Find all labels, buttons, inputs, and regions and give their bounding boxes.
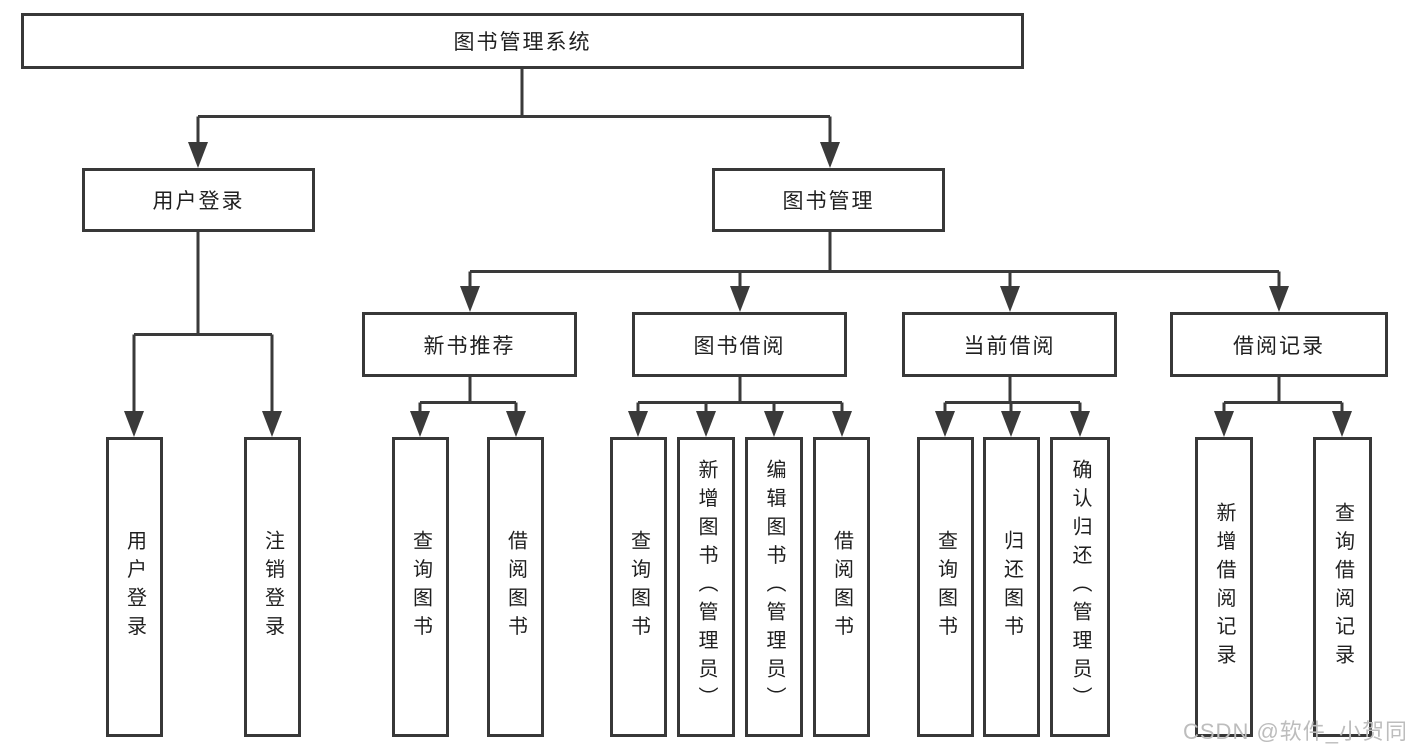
node-leaf-cb-confirm-return-admin-label: 确认归还（管理员） xyxy=(1069,459,1091,715)
node-root-label: 图书管理系统 xyxy=(453,31,592,54)
node-leaf-bb-add-books-admin-label: 新增图书（管理员） xyxy=(695,459,717,715)
node-new-book-recommend-label: 新书推荐 xyxy=(423,334,516,358)
node-leaf-bb-borrow-books-label: 借阅图书 xyxy=(830,530,853,644)
node-leaf-bb-add-books-admin: 新增图书（管理员） xyxy=(677,437,735,737)
node-borrow-records: 借阅记录 xyxy=(1170,312,1388,377)
node-leaf-nb-query-books-label: 查询图书 xyxy=(409,530,432,644)
node-current-borrow-label: 当前借阅 xyxy=(963,334,1056,358)
node-leaf-cb-confirm-return-admin: 确认归还（管理员） xyxy=(1050,437,1110,737)
node-leaf-logout-label: 注销登录 xyxy=(261,530,284,644)
node-leaf-br-query-record-label: 查询借阅记录 xyxy=(1331,501,1354,673)
node-leaf-br-query-record: 查询借阅记录 xyxy=(1313,437,1372,737)
node-leaf-user-login: 用户登录 xyxy=(106,437,163,737)
node-book-borrow-label: 图书借阅 xyxy=(693,334,786,358)
node-leaf-logout: 注销登录 xyxy=(244,437,301,737)
node-leaf-nb-query-books: 查询图书 xyxy=(392,437,449,737)
node-leaf-nb-borrow-books: 借阅图书 xyxy=(487,437,544,737)
node-leaf-cb-return-books: 归还图书 xyxy=(983,437,1040,737)
watermark: CSDN @软件_小贺同学 xyxy=(1183,719,1405,744)
node-root: 图书管理系统 xyxy=(21,13,1024,69)
node-leaf-cb-query-books: 查询图书 xyxy=(917,437,974,737)
node-leaf-bb-edit-books-admin-label: 编辑图书（管理员） xyxy=(763,459,785,715)
node-leaf-user-login-label: 用户登录 xyxy=(123,530,146,644)
node-book-borrow: 图书借阅 xyxy=(632,312,847,377)
node-leaf-bb-borrow-books: 借阅图书 xyxy=(813,437,870,737)
node-current-borrow: 当前借阅 xyxy=(902,312,1117,377)
node-leaf-bb-edit-books-admin: 编辑图书（管理员） xyxy=(745,437,803,737)
node-user-login-label: 用户登录 xyxy=(152,190,245,213)
node-leaf-nb-borrow-books-label: 借阅图书 xyxy=(504,530,527,644)
node-borrow-records-label: 借阅记录 xyxy=(1233,334,1325,358)
node-leaf-bb-query-books-label: 查询图书 xyxy=(627,530,650,644)
node-book-management: 图书管理 xyxy=(712,168,945,232)
node-leaf-br-add-record-label: 新增借阅记录 xyxy=(1213,501,1235,673)
node-leaf-br-add-record: 新增借阅记录 xyxy=(1195,437,1253,737)
node-new-book-recommend: 新书推荐 xyxy=(362,312,577,377)
node-book-management-label: 图书管理 xyxy=(782,190,875,213)
node-leaf-cb-return-books-label: 归还图书 xyxy=(1000,530,1023,644)
node-leaf-cb-query-books-label: 查询图书 xyxy=(934,530,957,644)
node-leaf-bb-query-books: 查询图书 xyxy=(610,437,667,737)
node-user-login: 用户登录 xyxy=(82,168,315,232)
